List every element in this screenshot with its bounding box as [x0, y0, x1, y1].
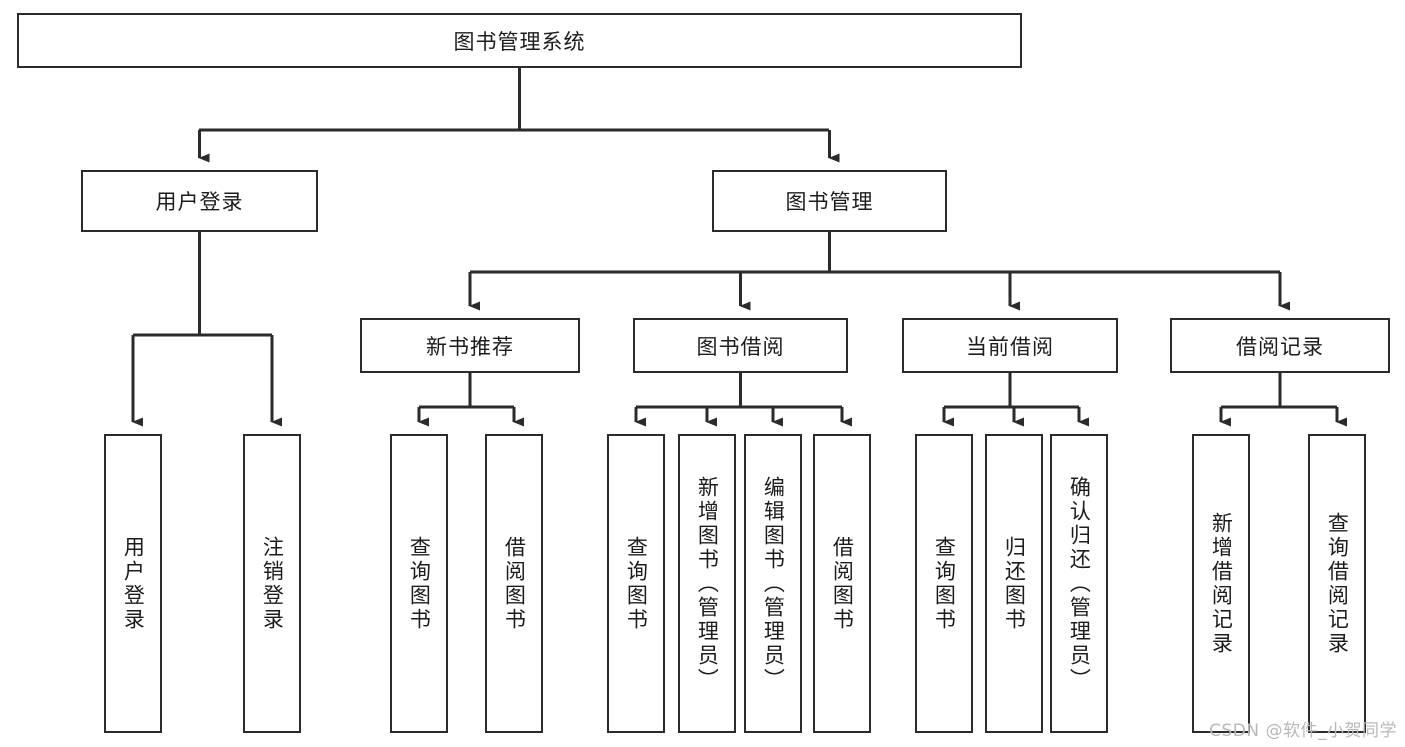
- node-book-borrow[interactable]: 图书借阅: [633, 318, 848, 373]
- node-leaf-edit-book[interactable]: 编辑图书（管理员）: [744, 434, 802, 733]
- node-label: 新增图书（管理员）: [695, 475, 720, 692]
- node-leaf-return[interactable]: 归还图书: [985, 434, 1043, 733]
- node-leaf-login[interactable]: 用户登录: [104, 434, 162, 733]
- node-new-book-rec[interactable]: 新书推荐: [360, 318, 580, 373]
- node-label: 借阅记录: [1236, 334, 1324, 359]
- node-leaf-borrow-2[interactable]: 借阅图书: [813, 434, 871, 733]
- node-leaf-confirm[interactable]: 确认归还（管理员）: [1050, 434, 1108, 733]
- node-label: 用户登录: [155, 190, 244, 214]
- node-leaf-query-1[interactable]: 查询图书: [390, 434, 448, 733]
- node-label: 借阅图书: [830, 535, 855, 632]
- node-label: 新增借阅记录: [1209, 511, 1234, 656]
- node-book-manage[interactable]: 图书管理: [712, 170, 947, 232]
- node-label: 编辑图书（管理员）: [761, 475, 786, 692]
- node-leaf-logout[interactable]: 注销登录: [243, 434, 301, 733]
- node-label: 借阅图书: [502, 535, 527, 632]
- node-label: 查询图书: [407, 535, 432, 632]
- node-label: 查询借阅记录: [1325, 511, 1350, 656]
- node-label: 图书借阅: [696, 334, 785, 359]
- node-leaf-add-rec[interactable]: 新增借阅记录: [1192, 434, 1250, 733]
- node-borrow-record[interactable]: 借阅记录: [1170, 318, 1390, 373]
- node-label: 用户登录: [121, 535, 146, 632]
- node-leaf-borrow-1[interactable]: 借阅图书: [485, 434, 543, 733]
- node-label: 归还图书: [1002, 535, 1027, 632]
- node-leaf-add-book[interactable]: 新增图书（管理员）: [678, 434, 736, 733]
- node-label: 查询图书: [624, 535, 649, 632]
- node-label: 图书管理系统: [453, 29, 586, 54]
- node-label: 图书管理: [785, 190, 874, 214]
- node-user-login[interactable]: 用户登录: [81, 170, 318, 232]
- node-label: 当前借阅: [966, 334, 1054, 359]
- node-label: 新书推荐: [426, 334, 514, 359]
- node-leaf-query-2[interactable]: 查询图书: [607, 434, 665, 733]
- node-leaf-query-rec[interactable]: 查询借阅记录: [1308, 434, 1366, 733]
- node-leaf-query-3[interactable]: 查询图书: [915, 434, 973, 733]
- node-label: 查询图书: [932, 535, 957, 632]
- node-label: 注销登录: [260, 535, 285, 632]
- csdn-watermark: CSDN @软件_小贺同学: [1209, 721, 1397, 741]
- node-label: 确认归还（管理员）: [1067, 475, 1092, 692]
- node-root[interactable]: 图书管理系统: [17, 13, 1022, 68]
- node-current-borrow[interactable]: 当前借阅: [902, 318, 1118, 373]
